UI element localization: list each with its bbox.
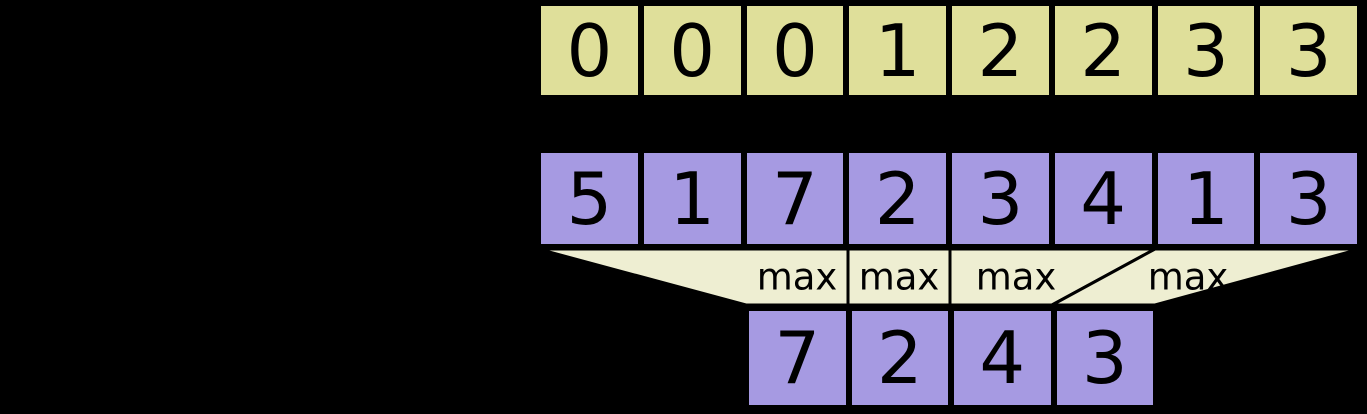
input-cell: 7 [743, 150, 847, 247]
padded-cell: 0 [743, 3, 847, 98]
output-cell: 7 [746, 308, 849, 408]
padded-cell: 0 [640, 3, 744, 98]
input-cell: 5 [538, 150, 641, 247]
input-cell: 3 [949, 150, 1052, 247]
max-funnel-label: max [859, 256, 940, 299]
padded-cell: 1 [846, 3, 949, 98]
input-cell: 1 [640, 150, 744, 247]
max-funnel-label: max [976, 256, 1057, 299]
padded-cell: 3 [1257, 3, 1360, 98]
input-cell: 3 [1257, 150, 1360, 247]
max-pooling-funnels: max max max max [0, 246, 1367, 308]
padded-cell: 0 [538, 3, 641, 98]
max-funnel-shape [1051, 247, 1361, 307]
padded-cell: 3 [1154, 3, 1258, 98]
output-cell: 3 [1053, 308, 1156, 408]
input-values-row: 5 1 7 2 3 4 1 3 [538, 150, 1360, 247]
max-funnel-label: max [1148, 256, 1229, 299]
max-funnel-label: max [757, 256, 838, 299]
input-cell: 2 [846, 150, 949, 247]
input-cell: 1 [1154, 150, 1258, 247]
padded-index-row: 0 0 0 1 2 2 3 3 [538, 3, 1360, 98]
input-cell: 4 [1051, 150, 1155, 247]
output-cell: 4 [951, 308, 1054, 408]
padded-cell: 2 [1051, 3, 1155, 98]
padded-cell: 2 [949, 3, 1052, 98]
pooled-output-row: 7 2 4 3 [746, 308, 1156, 408]
output-cell: 2 [848, 308, 951, 408]
